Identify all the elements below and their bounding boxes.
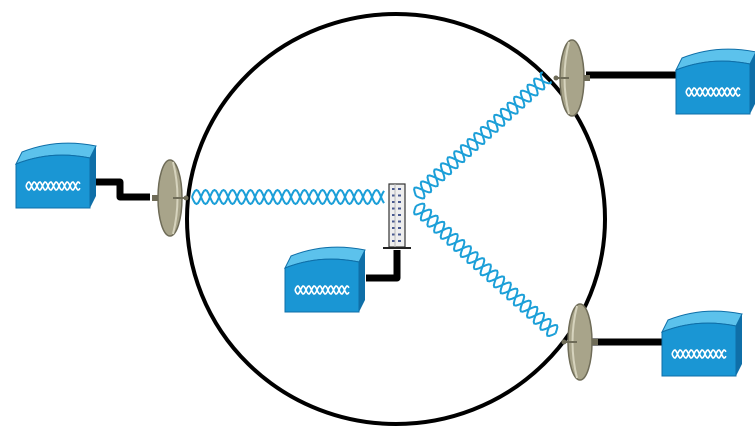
bridge-glyph [294,285,350,295]
bridge-glyph [671,349,727,359]
antenna-element [392,214,395,216]
omnidirectional-antenna-icon [383,183,411,249]
antenna-element [398,188,401,190]
parabolic-dish-antenna-icon [553,39,590,117]
radio-links [191,71,559,338]
bridge-glyph [294,285,350,295]
radio-wave-signal-icon [415,71,546,200]
wireless-bridge-northeast [674,48,755,115]
bridge-glyph [685,87,741,97]
antenna-element [398,240,401,242]
antenna-element [398,227,401,229]
dish-antenna-northeast [553,39,590,117]
antenna-element [398,214,401,216]
wireless-bridge-icon [674,48,755,115]
antenna-element [398,233,401,236]
antenna-element [392,201,395,203]
antenna-element [392,227,395,229]
bridge-glyph [25,181,81,191]
wireless-bridge-southeast [660,310,743,377]
wireless-bridge-west [14,142,97,209]
radio-wave-signal-icon [413,77,552,197]
bridge-glyph [671,349,727,359]
antenna-element [398,201,401,203]
antenna-element [392,220,395,223]
parabolic-dish-antenna-icon [152,159,189,237]
cable-west [94,178,150,201]
bridge-glyph [685,87,741,97]
antenna-element [392,240,395,242]
antenna-element [392,233,395,236]
wireless-bridge-central [283,246,366,313]
coverage-boundary [185,12,607,426]
antenna-element [398,194,401,197]
antenna-element [398,207,401,210]
radio-wave-signal-icon [191,188,385,206]
dish-antenna-southeast [561,303,598,381]
radio-wave-signal-icon [415,202,559,334]
wireless-bridge-icon [660,310,743,377]
cables [94,71,680,346]
antenna-element [392,207,395,210]
bridge-glyph [25,181,81,191]
cable-central [366,250,401,282]
dish-antenna-west [152,159,189,237]
wireless-bridge-icon [283,246,366,313]
radio-wave-signal-icon [191,188,385,206]
parabolic-dish-antenna-icon [561,303,598,381]
antenna-element [398,220,401,223]
antenna-element [392,194,395,197]
antenna-element [392,188,395,190]
wireless-bridge-icon [14,142,97,209]
radio-wave-signal-icon [413,205,556,338]
